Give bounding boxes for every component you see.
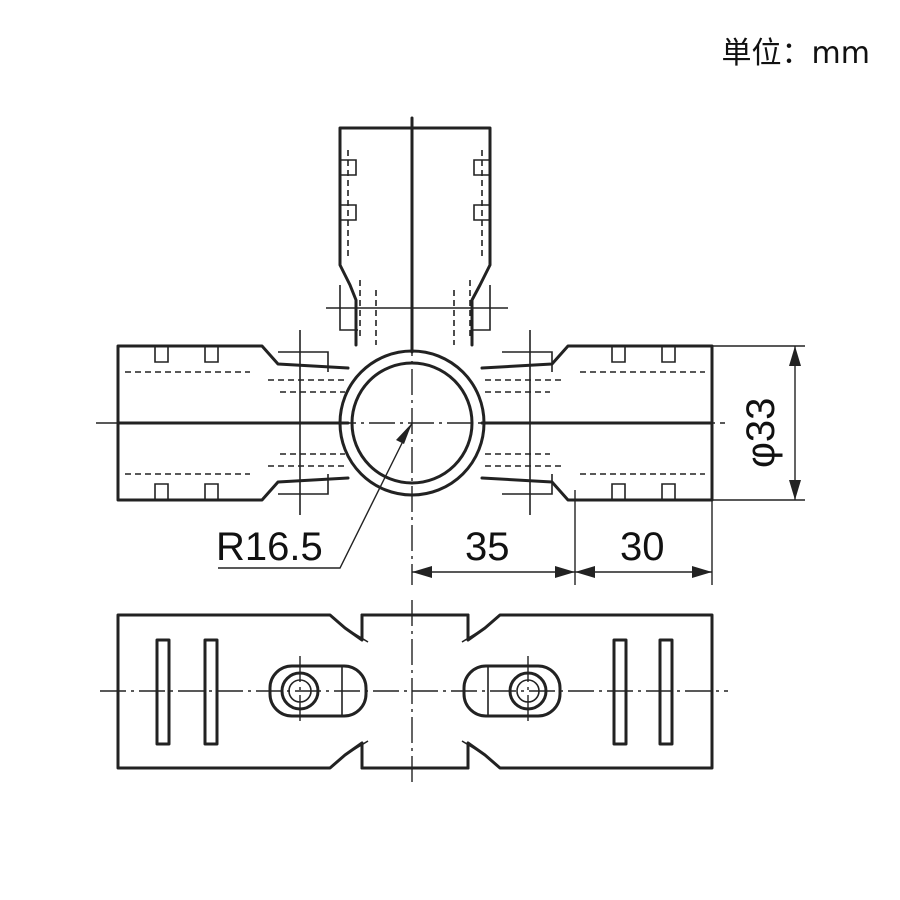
length-center-label: 35 [465, 525, 510, 569]
diameter-label: φ33 [739, 398, 783, 468]
left-branch-outline [116, 344, 350, 502]
right-branch-outline [480, 344, 714, 502]
top-branch-outline [338, 126, 492, 347]
slot-left-2 [203, 638, 219, 746]
slot-right-1 [612, 638, 628, 746]
top-view [96, 116, 725, 585]
slot-left-1 [155, 638, 171, 746]
slot-right-2 [658, 638, 674, 746]
length-end-label: 30 [620, 525, 665, 569]
side-view [100, 600, 728, 785]
unit-label: 単位：mm [721, 36, 870, 71]
radius-label: R16.5 [216, 525, 323, 569]
dimensions: R16.5 35 30 φ33 [216, 345, 805, 585]
